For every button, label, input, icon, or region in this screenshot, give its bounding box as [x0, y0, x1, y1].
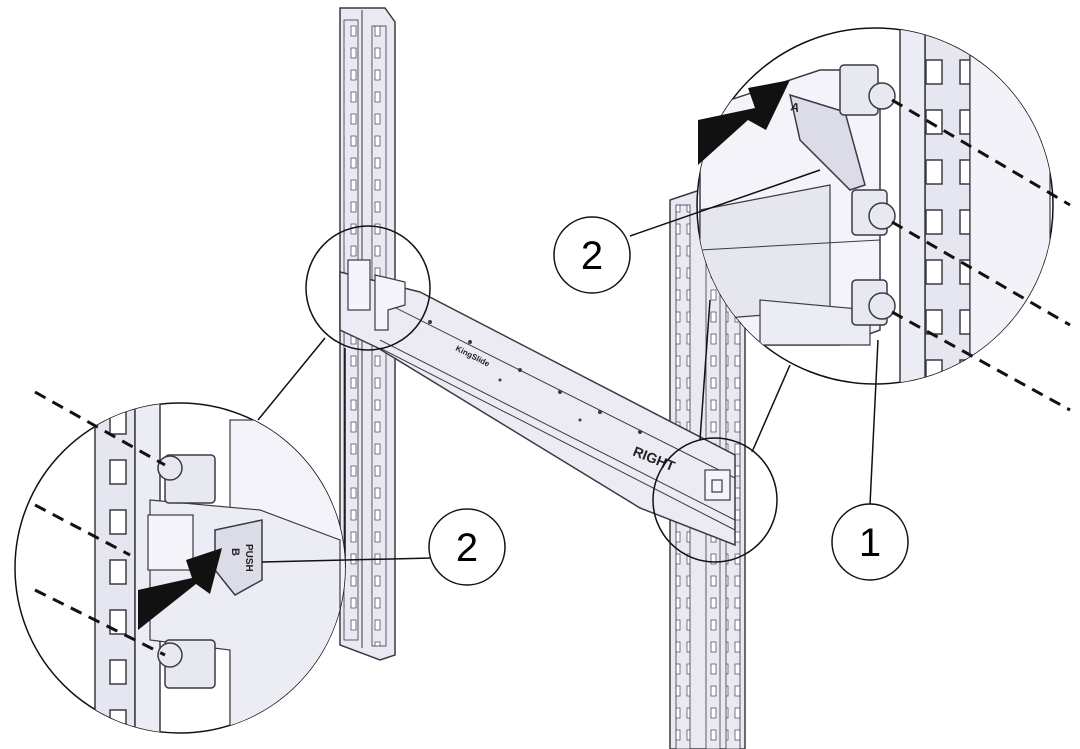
callout-lower-left-number: 2	[456, 526, 478, 570]
upper-push-arrow	[698, 80, 790, 165]
left-rail-bracket	[347, 259, 406, 331]
right-rail-bracket	[704, 469, 731, 501]
left-detail-circle	[305, 225, 431, 351]
callout-upper-right-number: 2	[581, 234, 603, 278]
lower-left-magnified-view: B PUSH	[14, 390, 346, 734]
callout-right-number: 1	[859, 521, 881, 565]
upper-latch-letter: A	[789, 99, 801, 115]
right-detail-circle	[652, 437, 778, 563]
lower-push-arrow	[138, 548, 222, 630]
callout-right: 1	[831, 503, 909, 581]
slide-rail: KingSlide RIGHT	[339, 271, 736, 547]
lower-latch-letter: B	[229, 548, 241, 556]
lower-latch-push: PUSH	[243, 544, 254, 572]
callout-lower-left: 2	[428, 508, 506, 586]
callout-upper-right: 2	[553, 216, 631, 294]
upper-right-magnified-view: A	[696, 27, 1071, 412]
callout-leader-lines	[261, 169, 879, 563]
magnifier-leader-lines	[257, 299, 791, 568]
